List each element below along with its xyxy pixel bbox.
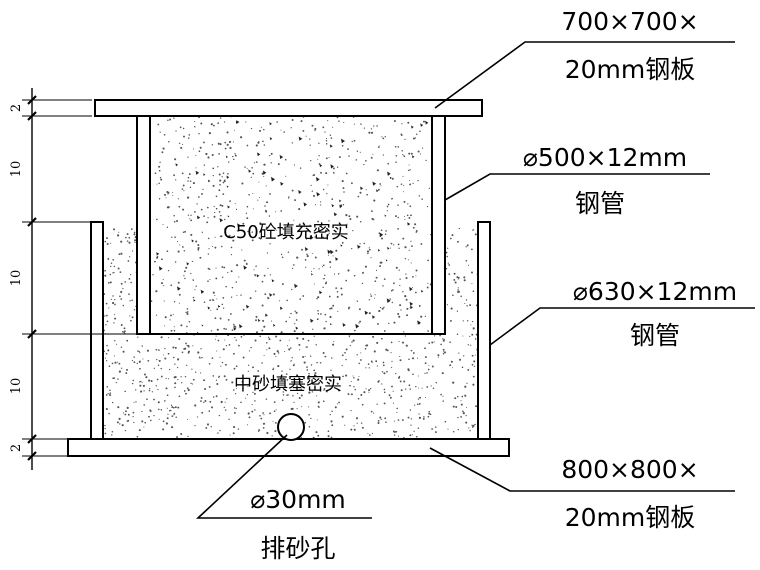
outer-pipe-left-wall [90,221,104,440]
dim-segment-3: 10 [9,378,24,395]
outer-pipe-callout: ⌀630×12mm 钢管 [489,277,755,350]
bottom-plate-callout: 800×800× 20mm钢板 [429,447,735,532]
outer-pipe-right-wall [477,221,491,440]
drain-hole-spec: ⌀30mm [250,485,346,514]
concrete-fill-label: C50砼填充密实 [223,222,348,243]
inner-pipe-left-wall [136,115,151,335]
sand-fill-label: 中砂填塞密实 [234,374,342,395]
inner-pipe-right-wall [431,115,446,335]
bottom-steel-plate [67,438,510,457]
drain-hole-callout: ⌀30mm 排砂孔 [195,434,372,563]
outer-pipe-material: 钢管 [630,321,680,350]
top-plate-callout: 700×700× 20mm钢板 [434,7,735,109]
inner-pipe-callout: ⌀500×12mm 钢管 [444,143,710,218]
dimension-chain: 2 10 10 10 2 [9,88,136,470]
dim-top-plate: 2 [9,104,24,112]
drain-hole-name: 排砂孔 [260,534,335,563]
inner-pipe-spec: ⌀500×12mm [523,143,687,172]
dim-bottom-plate: 2 [9,444,24,452]
concrete-fill-area [150,116,432,333]
bottom-plate-size-line2: 20mm钢板 [565,503,696,532]
dim-segment-1: 10 [9,161,24,178]
dim-segment-2: 10 [9,270,24,287]
outer-pipe-spec: ⌀630×12mm [573,277,737,306]
drain-hole [277,413,305,441]
top-plate-size-line2: 20mm钢板 [565,55,696,84]
top-steel-plate [94,99,483,117]
bottom-plate-size-line1: 800×800× [561,455,698,484]
inner-pipe-material: 钢管 [575,189,625,218]
top-plate-size-line1: 700×700× [561,7,698,36]
concrete-fill-texture [150,116,432,333]
